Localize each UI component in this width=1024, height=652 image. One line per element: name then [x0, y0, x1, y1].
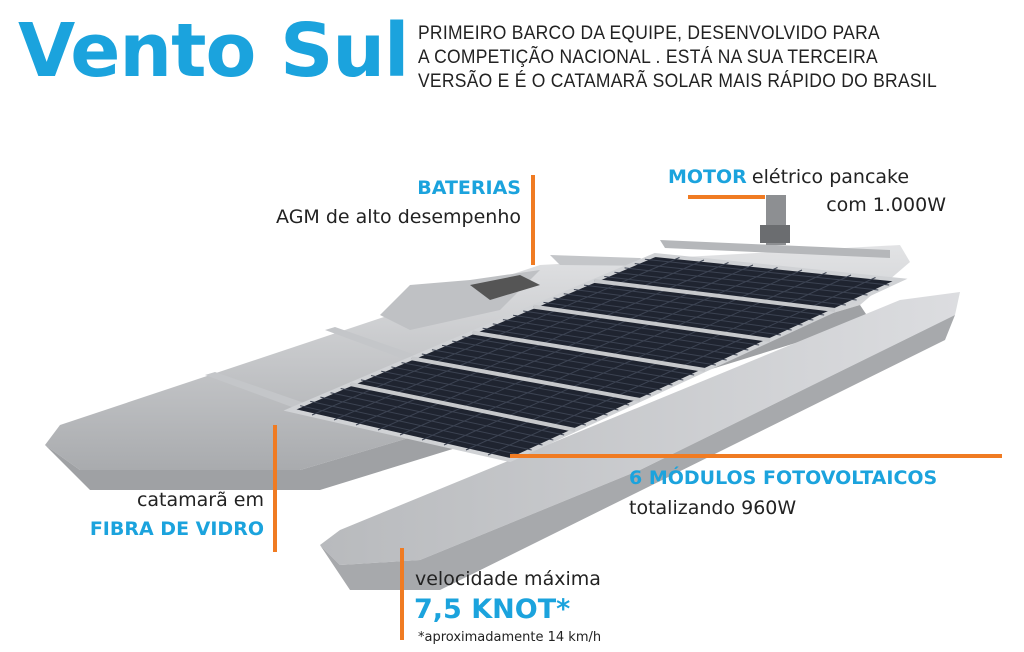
baterias-heading: BATERIAS [417, 177, 521, 199]
motor-heading: MOTOR [668, 166, 747, 188]
intro-line: A COMPETIÇÃO NACIONAL . ESTÁ NA SUA TERC… [418, 47, 878, 68]
intro-line: PRIMEIRO BARCO DA EQUIPE, DESENVOLVIDO P… [418, 23, 880, 44]
module-separator [472, 330, 706, 372]
module-separator [593, 278, 836, 312]
hull-text: catamarã em [136, 489, 264, 511]
motor-label: MOTOR elétrico pancake [668, 165, 909, 189]
motor-text: elétrico pancake [751, 166, 910, 188]
module-separator [411, 356, 641, 402]
motor-power: com 1.000W [826, 194, 946, 216]
modules-text: totalizando 960W [629, 497, 797, 519]
page-title: Vento Sul [18, 8, 409, 94]
hull-heading: FIBRA DE VIDRO [89, 518, 264, 540]
modules-heading: 6 MÓDULOS FOTOVOLTAICOS [629, 467, 938, 489]
baterias-text: AGM de alto desempenho [276, 206, 521, 228]
module-separator [350, 382, 576, 432]
intro-text: PRIMEIRO BARCO DA EQUIPE, DESENVOLVIDO P… [418, 22, 937, 94]
front-hull [320, 292, 960, 565]
speed-value: 7,5 KNOT* [414, 594, 571, 625]
module-separator [533, 304, 771, 342]
speed-text: velocidade máxima [415, 568, 601, 590]
intro-line: VERSÃO E É O CATAMARÃ SOLAR MAIS RÁPIDO … [418, 71, 937, 92]
speed-note: *aproximadamente 14 km/h [418, 630, 602, 645]
